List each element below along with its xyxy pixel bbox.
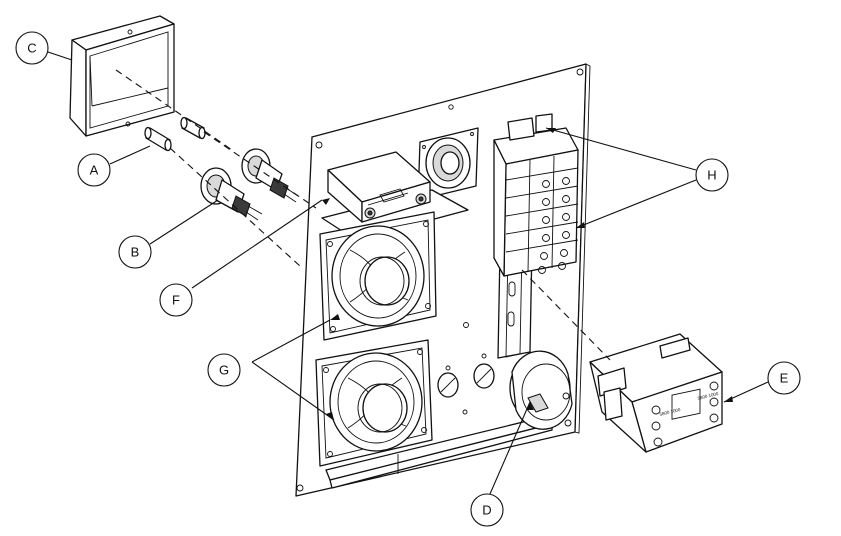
contactor-e: 5800 1000 5800 1000 [589,333,723,453]
terminal-blocks [493,113,579,277]
callout-a: A [77,153,111,187]
callout-c-label: C [27,41,36,56]
callout-g-label: G [219,363,229,378]
terminal-rows [505,155,579,274]
callout-c: C [15,31,49,65]
fuse-a-lower [144,126,172,152]
fuse-a-upper [180,116,206,140]
callout-h: H [695,158,729,192]
bottom-rail [325,415,553,489]
assembly-lines [115,69,611,361]
contactor-marking-left: 5800 1000 [659,407,681,417]
fuse-holder-b1 [200,167,263,221]
callout-e-label: E [780,371,789,386]
fan-upper [319,211,437,341]
cover-hood-c [69,15,175,137]
callout-b-label: B [131,245,140,260]
fan-lower [315,339,433,467]
callout-e: E [767,361,801,395]
callout-h-label: H [707,168,716,183]
callout-a-label: A [90,163,99,178]
leader-lines [47,51,769,495]
capacitor-d [509,350,573,430]
callout-g: G [207,353,241,387]
callout-d: D [470,493,504,527]
knockout-holes [437,363,495,398]
callout-f-label: F [172,293,180,308]
callout-f: F [159,283,193,317]
contactor-marking-right: 5800 1000 [697,391,719,401]
cable-gland [417,127,479,201]
callout-b: B [118,235,152,269]
callout-d-label: D [482,503,491,518]
fuse-holder-b2 [241,148,299,203]
